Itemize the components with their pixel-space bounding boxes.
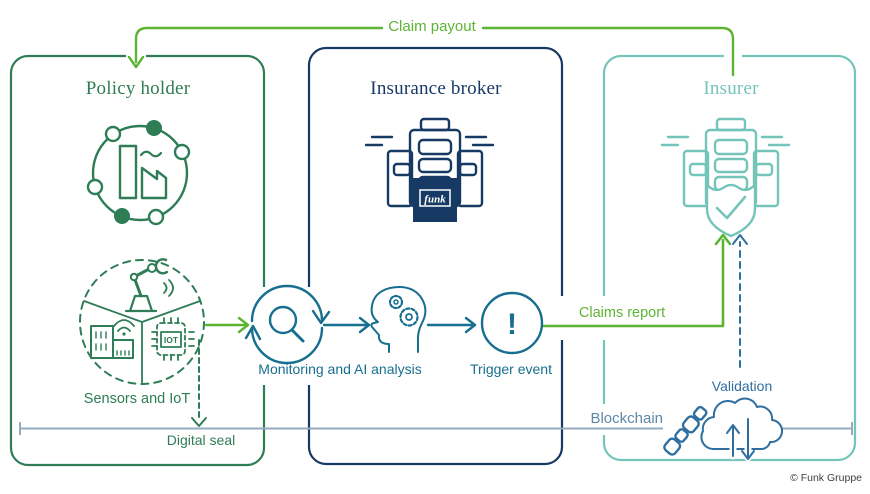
validation-arrow [732,234,748,368]
exclamation-mark: ! [507,308,517,341]
border-gaps [126,49,742,435]
robot-arm-icon [124,258,174,313]
blockchain-line [19,422,853,435]
insurer-panel-outline [602,54,857,462]
sensors-iot-icon: IOT [79,258,205,385]
claims-report-arrow [541,233,732,328]
insurer-title: Insurer [703,78,759,99]
sync-arrows [726,415,755,462]
gear-icon [388,294,419,327]
ai-head-icon [370,286,427,353]
shield-check-icon [705,183,757,238]
claim-payout-arrow [127,26,735,77]
insurer-building-icon [660,117,791,238]
monitoring-icon [244,284,331,365]
smart-building-icon [90,319,135,359]
digital-seal-arrow [191,339,207,427]
insurance-broker-title: Insurance broker [370,78,502,99]
iot-chip-icon: IOT [151,317,195,361]
cloud-sync-icon [700,397,784,462]
monitoring-label: Monitoring and AI analysis [258,361,422,377]
magnifier-icon [268,305,298,335]
funk-logo-badge: funk [413,178,457,222]
claim-payout-label: Claim payout [388,18,476,35]
flow-arrows [204,316,477,334]
policy-holder-title: Policy holder [85,78,191,99]
sensors-iot-label: Sensors and IoT [83,391,191,407]
factory-network-icon [86,120,191,226]
digital-seal-label: Digital seal [166,432,236,448]
claims-report-label: Claims report [578,305,666,321]
validation-label: Validation [711,378,773,394]
insurance-broker-panel-outline [307,46,564,466]
chain-icon [663,405,708,456]
broker-building-icon: funk [364,117,495,222]
trigger-event-label: Trigger event [470,361,552,377]
trigger-event-icon: ! [480,291,544,355]
iot-chip-label: IOT [164,335,179,345]
blockchain-label: Blockchain [590,410,663,427]
funk-logo-text: funk [424,194,446,206]
copyright-text: © Funk Gruppe [790,472,862,484]
